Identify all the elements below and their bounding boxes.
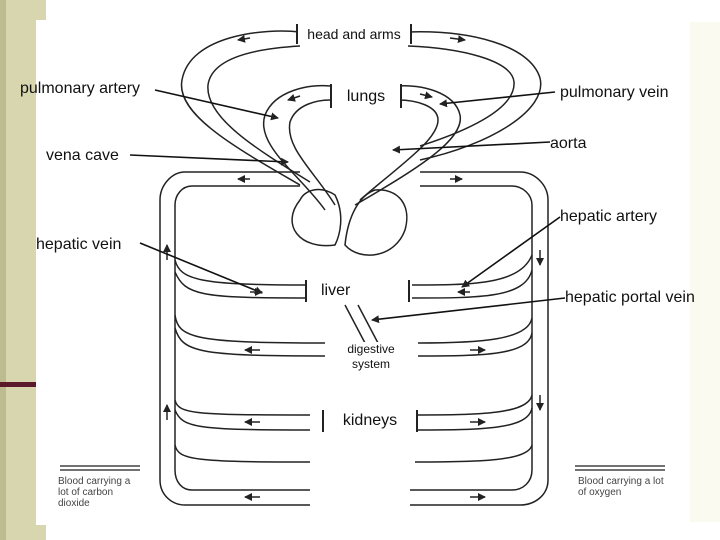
kidney-branch-right (414, 394, 533, 416)
digestive-system-box: digestive system (325, 342, 417, 374)
pointer-hepatic-vein (139, 242, 263, 295)
liver-box: liver (305, 280, 410, 302)
body-frame-inner-left (174, 185, 310, 491)
digestive-system-label: digestive system (347, 342, 395, 371)
lungs-label: lungs (346, 88, 386, 105)
flow-arrow (287, 93, 301, 102)
lower-loop-right (414, 444, 533, 463)
hepatic-vein-label: hepatic vein (36, 236, 122, 253)
liver-label: liver (321, 282, 351, 299)
slide-right-margin (690, 22, 720, 522)
pointer-vena-cave (129, 154, 289, 166)
vena-cave-label: vena cave (46, 147, 119, 164)
lung-loop-left-outer (262, 84, 331, 211)
digestive-branch-right-2 (417, 332, 533, 357)
lungs-box: lungs (330, 84, 402, 108)
head-and-arms-box: head and arms (296, 24, 412, 44)
aorta-label: aorta (550, 135, 587, 152)
head-loop-outer (180, 30, 301, 186)
portal-link-1 (344, 304, 366, 344)
liver-branch-right-2 (411, 269, 533, 299)
lower-loop-left (174, 444, 311, 463)
kidney-branch-right-2 (414, 407, 533, 431)
pointer-aorta (392, 141, 551, 154)
body-frame-outer-right (410, 171, 549, 506)
pulmonary-vein-label: pulmonary vein (560, 84, 669, 101)
legend-o2-text: Blood carrying a lot of oxygen (578, 476, 664, 498)
digestive-branch-left-2 (174, 327, 326, 357)
pointer-pulmonary-vein (439, 91, 556, 108)
kidneys-box: kidneys (322, 410, 418, 432)
legend-co2-text: Blood carrying a lot of carbon dioxide (58, 476, 131, 509)
portal-link-2 (357, 304, 379, 344)
heart-left-chamber (291, 188, 342, 247)
head-loop-right-inner (407, 45, 515, 147)
liver-branch-left (174, 259, 306, 286)
digestive-branch-left (174, 314, 326, 344)
flow-arrow (449, 35, 466, 44)
kidney-branch-left-2 (174, 409, 311, 431)
flow-arrow (419, 91, 433, 100)
hepatic-portal-vein-label: hepatic portal vein (565, 289, 695, 306)
lung-loop-right-inner (359, 99, 439, 201)
slide-accent-bar (0, 382, 46, 387)
slide-sidebar-stripe (0, 0, 6, 540)
pulmonary-artery-label: pulmonary artery (20, 80, 141, 97)
head-loop-inner (207, 45, 311, 183)
liver-branch-right (411, 254, 533, 286)
hepatic-artery-label: hepatic artery (560, 208, 657, 225)
kidney-branch-left (174, 399, 311, 416)
lung-loop-right-outer (354, 84, 461, 206)
body-frame-inner-right (410, 185, 533, 491)
head-and-arms-label: head and arms (307, 26, 401, 42)
liver-branch-left-2 (174, 271, 306, 299)
body-frame-outer-left (159, 171, 310, 506)
pointer-hepatic-artery (461, 216, 561, 288)
digestive-branch-right (417, 317, 533, 344)
kidneys-label: kidneys (342, 412, 398, 429)
pointer-hepatic-portal-vein (371, 297, 566, 324)
heart-right-chamber (344, 189, 408, 256)
pointer-pulmonary-artery (154, 89, 279, 121)
lung-loop-left-inner (288, 99, 336, 206)
flow-arrow (237, 34, 251, 43)
